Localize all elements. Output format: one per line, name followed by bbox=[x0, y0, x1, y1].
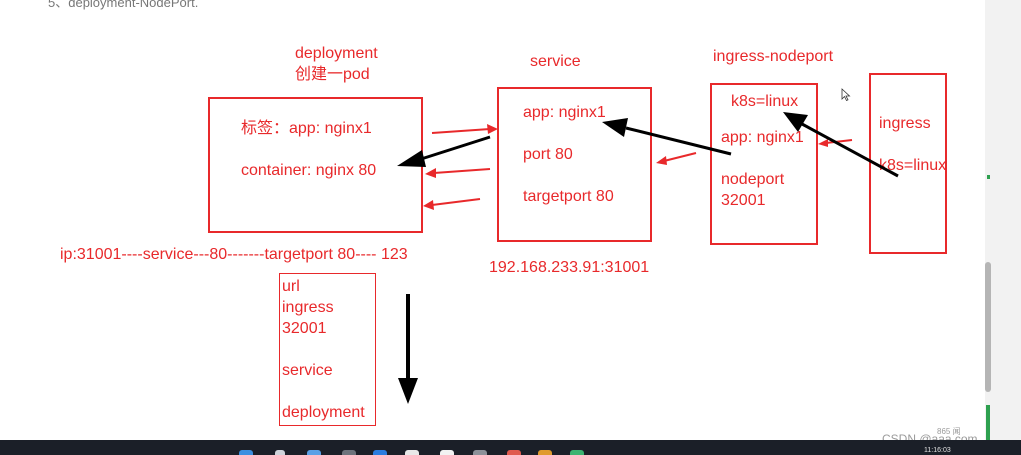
deployment-title: deployment bbox=[295, 45, 378, 62]
taskbar-clock[interactable]: 11:16:03 bbox=[924, 447, 951, 454]
order-item-port: 32001 bbox=[282, 320, 327, 337]
black-arrow-nodeport-to-service bbox=[625, 126, 732, 156]
red-arrowhead-service-to-deployment-1 bbox=[425, 168, 436, 178]
deployment-subtitle: 创建一pod bbox=[295, 66, 370, 83]
vertical-scrollbar[interactable] bbox=[985, 0, 1021, 440]
red-arrowhead-to-service bbox=[487, 124, 498, 134]
app-icon-4[interactable] bbox=[440, 450, 454, 455]
black-arrowhead-service-to-container bbox=[397, 150, 426, 167]
order-list-box bbox=[279, 273, 376, 426]
order-item-ingress: ingress bbox=[282, 299, 334, 316]
red-arrow-service-to-deployment-1 bbox=[433, 168, 491, 174]
ingress-title: ingress bbox=[879, 115, 931, 132]
start-icon[interactable] bbox=[239, 450, 253, 455]
app-icon-6[interactable] bbox=[507, 450, 521, 455]
ingress-nodeport-k8s-line: k8s=linux bbox=[731, 93, 799, 110]
ingress-nodeport-app-line: app: nginx1 bbox=[721, 129, 804, 146]
taskbar bbox=[0, 440, 1021, 455]
flow-line-text: ip:31001----service---80-------targetpor… bbox=[60, 246, 408, 263]
red-arrowhead-service-to-deployment-2 bbox=[423, 200, 434, 210]
service-title: service bbox=[530, 53, 581, 70]
watermark-small: 865 闻 bbox=[937, 427, 961, 436]
red-arrow-to-service bbox=[431, 128, 491, 134]
app-icon-7[interactable] bbox=[538, 450, 552, 455]
ingress-nodeport-title: ingress-nodeport bbox=[713, 48, 834, 65]
taskview-icon[interactable] bbox=[307, 450, 321, 455]
service-port-line: port 80 bbox=[523, 146, 573, 163]
order-item-deployment: deployment bbox=[282, 404, 365, 421]
service-targetport-line: targetport 80 bbox=[523, 188, 614, 205]
red-arrow-nodeport-to-service bbox=[663, 152, 697, 162]
ingress-k8s-line: k8s=linux bbox=[879, 157, 947, 174]
red-arrowhead-nodeport-to-service bbox=[656, 156, 667, 165]
app-icon-5[interactable] bbox=[473, 450, 487, 455]
ingress-nodeport-port-value: 32001 bbox=[721, 192, 766, 209]
app-icon-2[interactable] bbox=[373, 450, 387, 455]
order-item-url: url bbox=[282, 278, 300, 295]
scrollbar-thumb[interactable] bbox=[985, 262, 991, 392]
scroll-accent-bar bbox=[986, 405, 990, 440]
service-box bbox=[497, 87, 652, 242]
service-address: 192.168.233.91:31001 bbox=[489, 259, 650, 276]
app-icon-8[interactable] bbox=[570, 450, 584, 455]
black-arrowhead-nodeport-to-service bbox=[602, 118, 628, 137]
whiteboard-canvas: 5、deployment-NodePort. deployment 创建一pod… bbox=[48, 0, 947, 426]
service-app-line: app: nginx1 bbox=[523, 104, 606, 121]
red-arrow-service-to-deployment-2 bbox=[431, 198, 481, 206]
mouse-cursor-icon bbox=[841, 88, 851, 102]
red-arrow-ingress-to-nodeport bbox=[825, 139, 853, 144]
order-item-service: service bbox=[282, 362, 333, 379]
cut-off-heading: 5、deployment-NodePort. bbox=[48, 0, 199, 10]
arrows-layer bbox=[397, 112, 899, 404]
ingress-nodeport-box bbox=[710, 83, 818, 245]
red-arrowhead-ingress-to-nodeport bbox=[818, 139, 828, 147]
black-arrowhead-down bbox=[398, 378, 418, 404]
black-arrowhead-ingress-to-nodeport bbox=[783, 112, 808, 132]
app-icon-1[interactable] bbox=[342, 450, 356, 455]
app-icon-3[interactable] bbox=[405, 450, 419, 455]
deployment-container-line: container: nginx 80 bbox=[241, 162, 377, 179]
black-arrow-ingress-to-nodeport bbox=[801, 122, 899, 178]
ingress-nodeport-nodeport-line: nodeport bbox=[721, 171, 785, 188]
scroll-marker bbox=[987, 175, 990, 179]
black-arrow-service-to-container bbox=[417, 135, 491, 162]
deployment-label-line: 标签：app: nginx1 bbox=[241, 120, 372, 137]
ingress-box bbox=[869, 73, 947, 254]
search-icon[interactable] bbox=[275, 450, 285, 455]
